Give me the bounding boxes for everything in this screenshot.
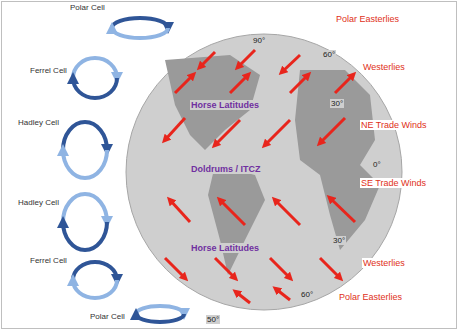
degree-label: 60° <box>300 290 314 299</box>
cell-label: Ferrel Cell <box>30 66 67 75</box>
cell-label: Polar Cell <box>90 312 125 321</box>
wind-label: NE Trade Winds <box>360 120 428 130</box>
degree-label: 50° <box>206 315 220 324</box>
degree-label: 0° <box>372 160 382 169</box>
latitude-zone-label: Horse Latitudes <box>190 243 260 253</box>
wind-label: Westerlies <box>362 258 406 268</box>
cell-label: Hadley Cell <box>18 118 59 127</box>
cell-loops <box>63 18 184 322</box>
degree-label: 60° <box>322 50 336 59</box>
degree-label: 90° <box>252 36 266 45</box>
degree-label: 30° <box>332 236 346 245</box>
degree-label: 30° <box>330 99 344 108</box>
latitude-zone-label: Horse Latitudes <box>190 100 260 110</box>
cell-label: Ferrel Cell <box>30 256 67 265</box>
wind-label: SE Trade Winds <box>360 178 427 188</box>
cell-label: Polar Cell <box>70 3 105 12</box>
wind-label: Westerlies <box>362 62 406 72</box>
latitude-zone-label: Doldrums / ITCZ <box>190 164 262 174</box>
wind-label: Polar Easterlies <box>335 14 400 24</box>
globe <box>126 34 402 310</box>
wind-arrows <box>165 50 355 303</box>
wind-label: Polar Easterlies <box>338 292 403 302</box>
cell-label: Hadley Cell <box>18 198 59 207</box>
